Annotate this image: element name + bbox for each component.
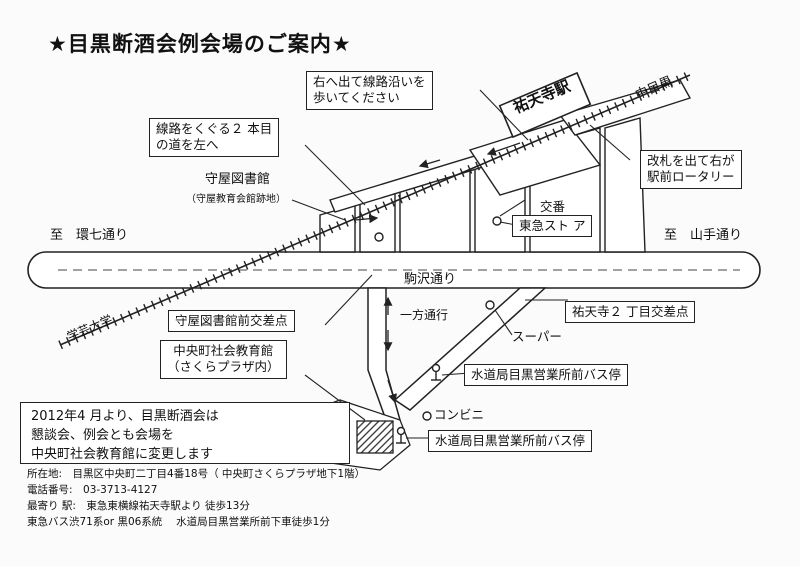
venue-info: 所在地: 目黒区中央町二丁目4番18号（ 中央町さくらプラザ地下1階） 電話番号… [27, 466, 365, 530]
walk-arrows [354, 142, 521, 404]
notice-line-1: 2012年4 月より、目黒断酒会は [31, 409, 219, 424]
label-police-box: 交番 [540, 199, 566, 214]
notice-line-3: 中央町社会教育館に変更します [31, 447, 214, 462]
callout-second-street-line2: の道を左へ [156, 137, 219, 153]
label-convenience: コンビニ [434, 407, 485, 422]
label-bus-stop-2: 水道局目黒営業所前バス停 [428, 430, 593, 453]
info-bus-route: 東急バス渋71系or 黒06系統 水道局目黒営業所前下車徒歩1分 [27, 516, 330, 528]
callout-exit-walk-line1: 右へ出て線路沿いを [313, 74, 426, 89]
info-phone: 電話番号: 03-3713-4127 [27, 484, 158, 496]
label-to-kannana: 至 環七通り [50, 228, 129, 243]
callout-ticket-gate-line1: 改札を出て右が [647, 153, 735, 168]
railway-line [59, 74, 691, 346]
callout-ticket-gate-line2: 駅前ロータリー [647, 169, 735, 185]
station-box [498, 71, 592, 139]
label-to-yamate: 至 山手通り [664, 228, 743, 243]
label-oneway: 一方通行 [400, 308, 449, 322]
venue-name: 中央町社会教育館 [173, 343, 274, 358]
label-komazawa-dori: 駒沢通り [404, 272, 457, 287]
map-markers [374, 216, 502, 444]
callout-ticket-gate: 改札を出て右が 駅前ロータリー [640, 150, 742, 189]
notice-box: 2012年4 月より、目黒断酒会は 懇談会、例会とも会場を 中央町社会教育館に変… [20, 402, 350, 464]
callout-second-street-line1: 線路をくぐる２ 本目 [156, 121, 273, 136]
label-library-crossing: 守屋図書館前交差点 [168, 310, 295, 333]
south-road-diagonal [393, 287, 547, 411]
north-street-grid [319, 117, 646, 253]
notice-line-2: 懇談会、例会とも会場を [31, 428, 175, 443]
page-title: ★目黒断酒会例会場のご案内★ [48, 32, 352, 56]
label-library-sub: （守屋教育会館跡地） [186, 194, 286, 205]
station-plaza [468, 119, 602, 196]
venue-building [356, 420, 394, 454]
venue-sub: （さくらプラザ内） [167, 359, 280, 375]
callout-second-street: 線路をくぐる２ 本目 の道を左へ [149, 118, 280, 157]
label-yutenji-crossing: 祐天寺２ 丁目交差点 [565, 301, 696, 324]
label-bus-stop-1: 水道局目黒営業所前バス停 [464, 364, 629, 387]
callout-exit-walk: 右へ出て線路沿いを 歩いてください [306, 71, 433, 110]
label-library: 守屋図書館 [205, 172, 271, 187]
callout-venue: 中央町社会教育館 （さくらプラザ内） [160, 340, 287, 379]
label-tokyu-store: 東急スト ア [512, 215, 593, 238]
label-supermarket: スーパー [512, 329, 562, 344]
callout-exit-walk-line2: 歩いてください [313, 90, 400, 106]
info-address: 所在地: 目黒区中央町二丁目4番18号（ 中央町さくらプラザ地下1階） [27, 468, 366, 480]
info-nearest-station: 最寄り 駅: 東急東横線祐天寺駅より 徒歩13分 [27, 500, 250, 512]
